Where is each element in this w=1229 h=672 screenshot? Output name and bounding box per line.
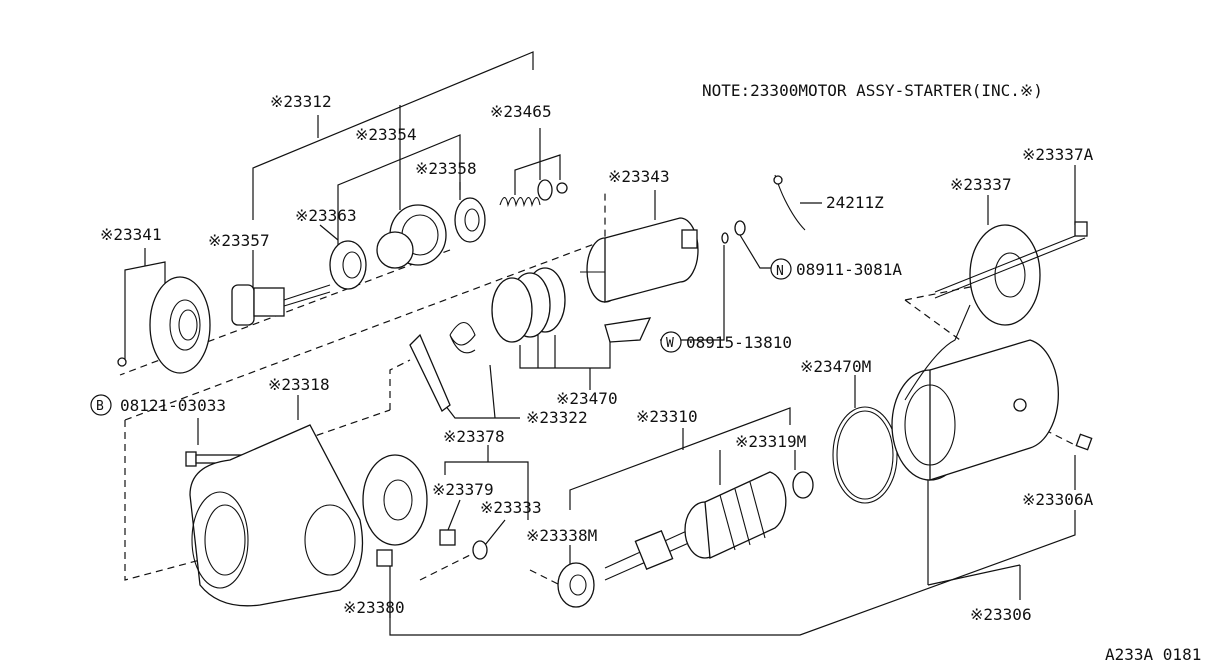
label-23337a[interactable]: ※23337A — [1022, 145, 1094, 164]
label-23379[interactable]: ※23379 — [432, 480, 494, 499]
label-24211z[interactable]: 24211Z — [826, 193, 884, 212]
label-23354[interactable]: ※23354 — [355, 125, 417, 144]
label-23465[interactable]: ※23465 — [490, 102, 552, 121]
leader-lines — [124, 51, 1076, 636]
label-23322[interactable]: ※23322 — [526, 408, 588, 427]
w-symbol-circle — [660, 331, 682, 353]
label-23358[interactable]: ※23358 — [415, 159, 477, 178]
label-23318[interactable]: ※23318 — [268, 375, 330, 394]
label-23319m[interactable]: ※23319M — [735, 432, 806, 451]
part-23322-lever[interactable] — [409, 321, 476, 412]
part-23337-bracket[interactable] — [934, 221, 1088, 326]
part-08911-nut[interactable] — [721, 220, 746, 244]
label-23338m[interactable]: ※23338M — [526, 526, 597, 545]
part-23318-housing[interactable] — [189, 424, 364, 607]
part-23354-gear[interactable] — [376, 204, 447, 269]
part-23319m-bearing[interactable] — [792, 471, 814, 499]
label-23357[interactable]: ※23357 — [208, 231, 270, 250]
label-23310[interactable]: ※23310 — [636, 407, 698, 426]
label-23363[interactable]: ※23363 — [295, 206, 357, 225]
part-23358-ring[interactable] — [454, 197, 486, 243]
part-24211z-clip[interactable] — [773, 174, 806, 231]
n-symbol: N — [776, 264, 784, 279]
b-symbol: B — [96, 399, 104, 414]
part-23357-pinion[interactable] — [231, 284, 331, 326]
part-23379-brush[interactable] — [439, 529, 456, 546]
part-23310-armature[interactable] — [604, 471, 787, 581]
part-23306a-bolt[interactable] — [1075, 433, 1093, 451]
w-symbol: W — [666, 336, 674, 351]
label-23312[interactable]: ※23312 — [270, 92, 332, 111]
part-23341-cover[interactable] — [117, 276, 211, 374]
label-23470m[interactable]: ※23470M — [800, 357, 871, 376]
part-23338m-bearing[interactable] — [557, 562, 595, 608]
label-08911-3081a[interactable]: 08911-3081A — [796, 260, 902, 279]
part-23333-spring[interactable] — [472, 540, 488, 560]
part-23470m-oring[interactable] — [832, 406, 898, 504]
figure-code: A233A 0181 — [1105, 645, 1201, 664]
assembly-note: NOTE:23300MOTOR ASSY-STARTER(INC.※) — [702, 81, 1043, 100]
label-23306[interactable]: ※23306 — [970, 605, 1032, 624]
part-23363-bearing[interactable] — [329, 240, 367, 290]
label-23337[interactable]: ※23337 — [950, 175, 1012, 194]
part-23378-brush-holder[interactable] — [362, 454, 428, 546]
part-23306-yoke[interactable] — [891, 304, 1059, 481]
n-symbol-circle — [770, 258, 792, 280]
label-08915-13810[interactable]: 08915-13810 — [686, 333, 792, 352]
label-08121-03033[interactable]: 08121-03033 — [120, 396, 226, 415]
label-23380[interactable]: ※23380 — [343, 598, 405, 617]
label-23333[interactable]: ※23333 — [480, 498, 542, 517]
part-23343-solenoid[interactable] — [580, 217, 699, 303]
label-23306a[interactable]: ※23306A — [1022, 490, 1094, 509]
label-23378[interactable]: ※23378 — [443, 427, 505, 446]
label-23343[interactable]: ※23343 — [608, 167, 670, 186]
label-23341[interactable]: ※23341 — [100, 225, 162, 244]
part-23380-brush[interactable] — [376, 549, 393, 567]
label-23470[interactable]: ※23470 — [556, 389, 618, 408]
part-23470-plates[interactable] — [491, 267, 652, 343]
b-symbol-circle — [90, 394, 112, 416]
part-23465-spring[interactable] — [499, 179, 568, 208]
